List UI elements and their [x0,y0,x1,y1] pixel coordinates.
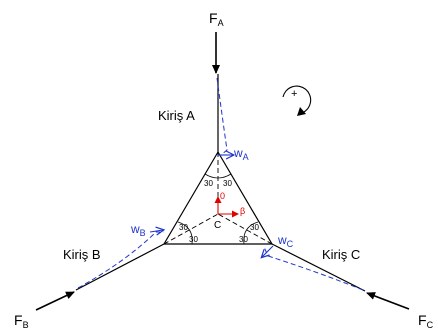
median-c [217,213,273,245]
force-b-label: FB [14,312,29,330]
beam-a-label: Kiriş A [158,108,195,123]
angle-arc-left [177,221,193,245]
beam-c-label: Kiriş C [322,247,360,262]
center-label: C [214,220,221,231]
force-c-label: FC [418,312,434,330]
rotation-arrow-icon [282,85,312,114]
angle-label-left-upper: 30 [179,223,188,232]
w-c-label: wC [277,233,294,249]
axis-right-label: β [240,206,245,216]
beam-b-label: Kiriş B [63,247,101,262]
joint-triangle [162,150,274,245]
axis-up-label: 0 [220,191,225,201]
angle-label-right-lower: 30 [239,235,248,244]
force-a-label: FA [209,10,224,28]
rotation-sign: + [291,88,297,100]
deflection-b-curve [77,231,164,289]
w-c-arrow [262,245,274,257]
angle-label-top-left: 30 [204,179,213,188]
angle-arc-top [204,173,232,179]
beam-c-line [271,243,366,292]
angle-arc-right [243,221,259,245]
force-b-arrow [35,291,75,311]
w-b-label: wB [130,222,146,238]
beam-b-line [75,243,165,291]
angle-label-left-lower: 30 [189,235,198,244]
deflection-a-curve [216,77,228,157]
angle-label-top-right: 30 [223,179,232,188]
w-a-label: wA [233,146,249,162]
median-b [163,213,219,245]
w-b-arrow [149,230,163,232]
angle-label-right-upper: 30 [250,223,259,232]
deflection-c-curve [263,246,364,291]
force-c-arrow [366,292,410,310]
rotation-arrowhead-icon [297,107,306,116]
